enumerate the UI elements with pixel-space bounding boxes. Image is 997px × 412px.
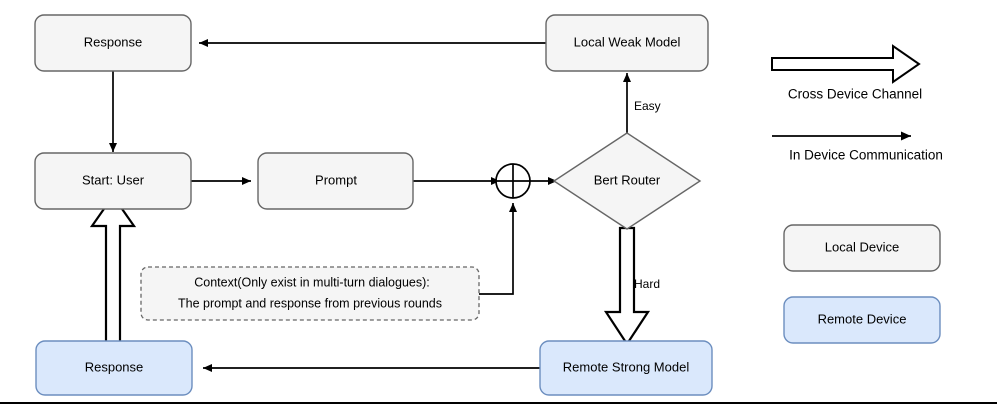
node-bert-router[interactable]: Bert Router: [552, 132, 702, 230]
node-context-line2: The prompt and response from previous ro…: [178, 296, 442, 310]
node-local-weak-model[interactable]: Local Weak Model: [545, 14, 709, 72]
block-arrow-response-to-start-user: [89, 194, 137, 347]
node-response-bottom[interactable]: Response: [35, 340, 193, 396]
node-bert-router-label: Bert Router: [594, 172, 661, 187]
block-arrow-icon: [771, 44, 921, 84]
node-context-box[interactable]: Context(Only exist in multi-turn dialogu…: [140, 266, 480, 321]
legend-remote-device-label: Remote Device: [818, 311, 907, 326]
node-prompt[interactable]: Prompt: [257, 152, 414, 210]
legend-cross-device-channel: Cross Device Channel: [771, 44, 922, 102]
edge-label-easy: Easy: [634, 99, 661, 113]
node-remote-strong-model-label: Remote Strong Model: [563, 359, 690, 374]
node-response-top-label: Response: [84, 34, 143, 49]
legend-cross-device-channel-label: Cross Device Channel: [788, 87, 922, 102]
legend-local-device: Local Device: [783, 224, 941, 272]
legend-in-device-communication-label: In Device Communication: [789, 148, 943, 163]
node-start-user[interactable]: Start: User: [34, 152, 192, 210]
node-remote-strong-model[interactable]: Remote Strong Model: [539, 340, 713, 396]
node-response-bottom-label: Response: [85, 359, 144, 374]
legend-in-device-communication: In Device Communication: [772, 131, 943, 163]
node-prompt-label: Prompt: [315, 172, 357, 187]
block-arrow-hard-to-remote: [603, 226, 651, 347]
node-context-line1: Context(Only exist in multi-turn dialogu…: [194, 275, 430, 289]
node-local-weak-model-label: Local Weak Model: [574, 34, 681, 49]
edge-label-hard: Hard: [634, 277, 660, 291]
edge-context-to-junction: [479, 203, 517, 295]
legend-local-device-label: Local Device: [825, 239, 899, 254]
merge-junction-icon: [495, 163, 531, 199]
legend-remote-device: Remote Device: [783, 296, 941, 344]
node-start-user-label: Start: User: [82, 172, 145, 187]
node-response-top[interactable]: Response: [34, 14, 192, 72]
